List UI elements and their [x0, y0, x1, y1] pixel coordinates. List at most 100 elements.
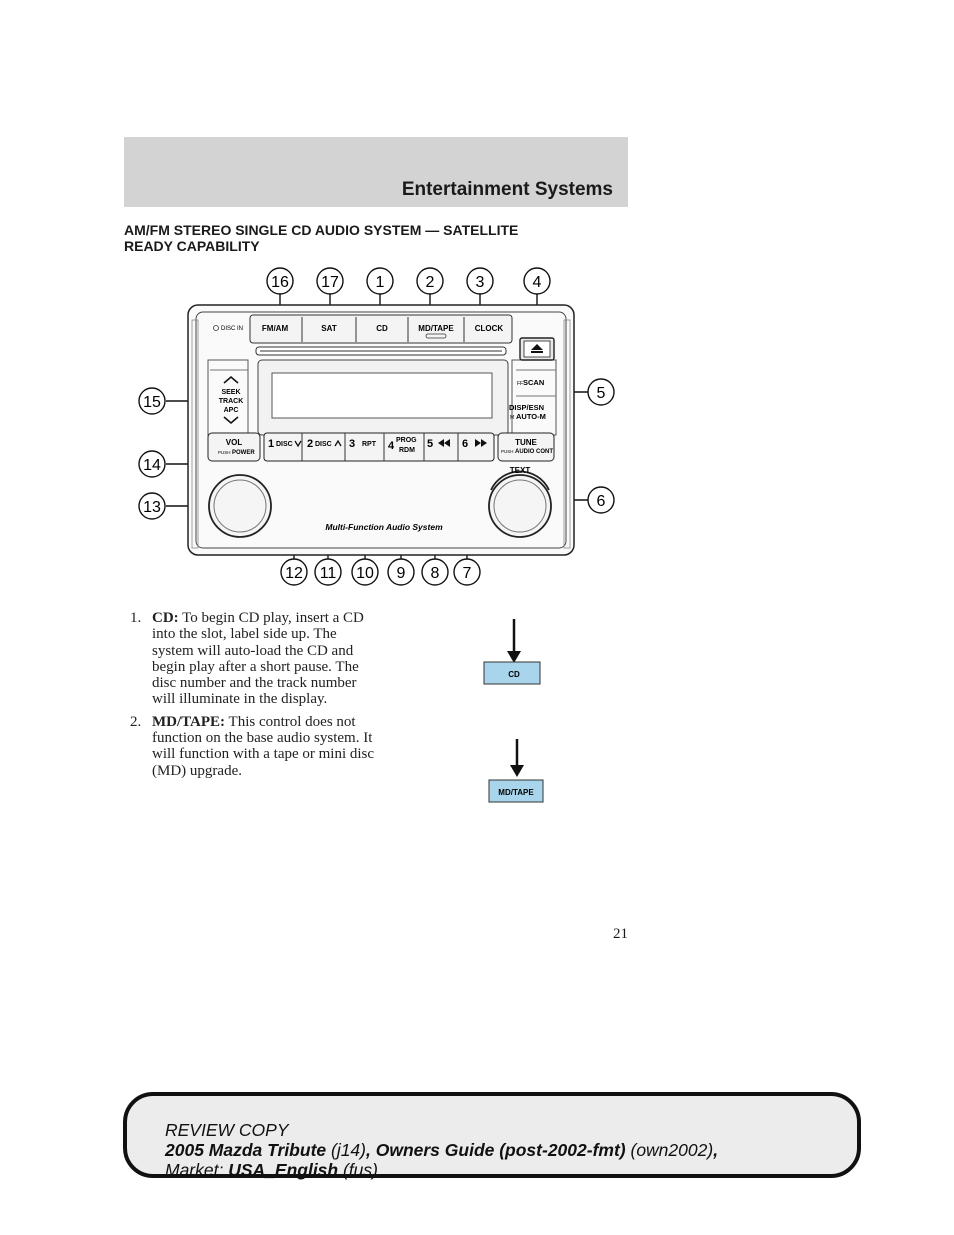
fm-am-button[interactable]: FM/AM	[262, 324, 289, 333]
callout-17: 17	[321, 274, 339, 291]
list-item: 1. CD: To begin CD play, insert a CD int…	[130, 610, 380, 708]
preset-4-label-2: RDM	[399, 447, 415, 454]
callout-1: 1	[376, 274, 385, 291]
md-tape-button[interactable]: MD/TAPE	[418, 324, 454, 333]
callout-circle	[523, 267, 551, 295]
preset-row: 1 DISC 2 DISC 3 RPT 4 PROG RDM 5 6	[263, 432, 495, 462]
review-guide-code: (own2002)	[625, 1140, 714, 1160]
disc-up-icon	[334, 439, 342, 447]
preset-2-label: DISC	[315, 441, 332, 448]
preset-6-button[interactable]: 6	[462, 438, 487, 450]
preset-4-button[interactable]: 4 PROG RDM	[388, 437, 417, 454]
item-body: CD: To begin CD play, insert a CD into t…	[152, 610, 380, 708]
review-comma: ,	[713, 1140, 719, 1160]
preset-2-button[interactable]: 2 DISC	[307, 438, 342, 450]
callout-4: 4	[533, 274, 542, 291]
callout-circle	[138, 387, 166, 415]
review-copy-box: REVIEW COPY 2005 Mazda Tribute (j14), Ow…	[123, 1092, 861, 1180]
cd-figure-label: CD	[508, 670, 520, 679]
review-market-label: Market:	[165, 1160, 229, 1180]
callout-14: 14	[143, 457, 161, 474]
sat-button[interactable]: SAT	[321, 324, 337, 333]
power-label: POWER	[232, 450, 255, 456]
clock-button[interactable]: CLOCK	[475, 324, 504, 333]
auto-m-prefix: M	[510, 415, 514, 421]
callout-5: 5	[597, 385, 606, 402]
preset-3-label: RPT	[362, 441, 377, 448]
arrow-down-icon	[507, 651, 521, 663]
preset-1-label: DISC	[276, 441, 293, 448]
callout-7: 7	[463, 565, 472, 582]
scan-prefix: FF	[517, 381, 523, 387]
cd-button[interactable]: CD	[376, 324, 388, 333]
cd-button-figure: CD	[483, 619, 541, 685]
chevron-up-icon	[223, 375, 239, 384]
preset-6-number: 6	[462, 438, 468, 450]
vol-push-label: PUSH	[218, 450, 231, 455]
callout-3: 3	[476, 274, 485, 291]
item-number: 1.	[130, 610, 142, 626]
callout-circle	[587, 378, 615, 406]
preset-5-button[interactable]: 5	[427, 438, 450, 450]
text-label: TEXT	[510, 466, 531, 475]
callout-circle	[421, 558, 449, 586]
section-title: Entertainment Systems	[401, 179, 613, 200]
disp-esn-button[interactable]: DISP/ESN	[509, 403, 544, 412]
brand-label: Multi-Function Audio System	[325, 522, 443, 532]
volume-knob[interactable]	[208, 474, 272, 538]
callout-circle	[138, 450, 166, 478]
heading-line-1: AM/FM STEREO SINGLE CD AUDIO SYSTEM — SA…	[124, 222, 519, 238]
heading-line-2: READY CAPABILITY	[124, 238, 260, 254]
disc-in-indicator	[213, 325, 219, 331]
callout-2: 2	[426, 274, 435, 291]
review-model-code: (j14)	[326, 1140, 366, 1160]
preset-3-button[interactable]: 3 RPT	[349, 438, 377, 450]
tune-audio-button[interactable]: TUNE PUSH AUDIO CONT	[497, 432, 555, 462]
tune-push-label: PUSH	[501, 449, 514, 454]
item-term: MD/TAPE:	[152, 713, 226, 730]
radio-faceplate	[187, 304, 575, 556]
callout-circle	[138, 492, 166, 520]
disc-in-label: DISC IN	[221, 326, 243, 332]
fast-forward-icon	[475, 439, 487, 447]
callout-circle	[280, 558, 308, 586]
header-band: Entertainment Systems	[124, 137, 628, 207]
vol-label: VOL	[226, 438, 243, 447]
vol-power-button[interactable]: VOL PUSH POWER	[207, 432, 261, 462]
tune-knob[interactable]	[488, 470, 552, 538]
callout-12: 12	[285, 565, 303, 582]
preset-1-number: 1	[268, 438, 274, 450]
review-guide: , Owners Guide (post-2002-fmt)	[366, 1140, 626, 1160]
md-tape-button-figure: MD/TAPE	[488, 739, 544, 803]
callout-16: 16	[271, 274, 289, 291]
review-market-code: (fus)	[338, 1160, 378, 1180]
review-line-1: REVIEW COPY	[165, 1120, 289, 1140]
preset-4-label: PROG	[396, 437, 417, 444]
scan-button[interactable]: SCAN	[523, 378, 544, 387]
auto-m-button[interactable]: AUTO-M	[516, 412, 546, 421]
callout-13: 13	[143, 499, 161, 516]
item-number: 2.	[130, 713, 142, 730]
callout-9: 9	[397, 565, 406, 582]
callout-8: 8	[431, 565, 440, 582]
eject-button[interactable]	[519, 337, 555, 361]
preset-4-number: 4	[388, 440, 395, 452]
callout-circle	[387, 558, 415, 586]
seek-label: SEEK	[221, 389, 240, 396]
review-text: REVIEW COPY 2005 Mazda Tribute (j14), Ow…	[165, 1120, 718, 1180]
md-tape-figure-label: MD/TAPE	[498, 788, 534, 797]
callout-circle	[453, 558, 481, 586]
preset-2-number: 2	[307, 438, 313, 450]
callout-circle	[587, 486, 615, 514]
review-line-3: Market: USA_English (fus)	[165, 1160, 718, 1180]
preset-1-button[interactable]: 1 DISC	[268, 438, 302, 450]
callout-circle	[266, 267, 294, 295]
callout-11: 11	[320, 565, 337, 582]
seek-track-apc-control[interactable]: SEEK TRACK APC	[219, 375, 244, 425]
track-label: TRACK	[219, 398, 244, 405]
chevron-down-icon	[223, 416, 239, 425]
review-model: 2005 Mazda Tribute	[165, 1140, 327, 1160]
list-item: 2. MD/TAPE: This control does not functi…	[130, 714, 380, 779]
callout-15: 15	[143, 394, 161, 411]
callout-circle	[314, 558, 342, 586]
